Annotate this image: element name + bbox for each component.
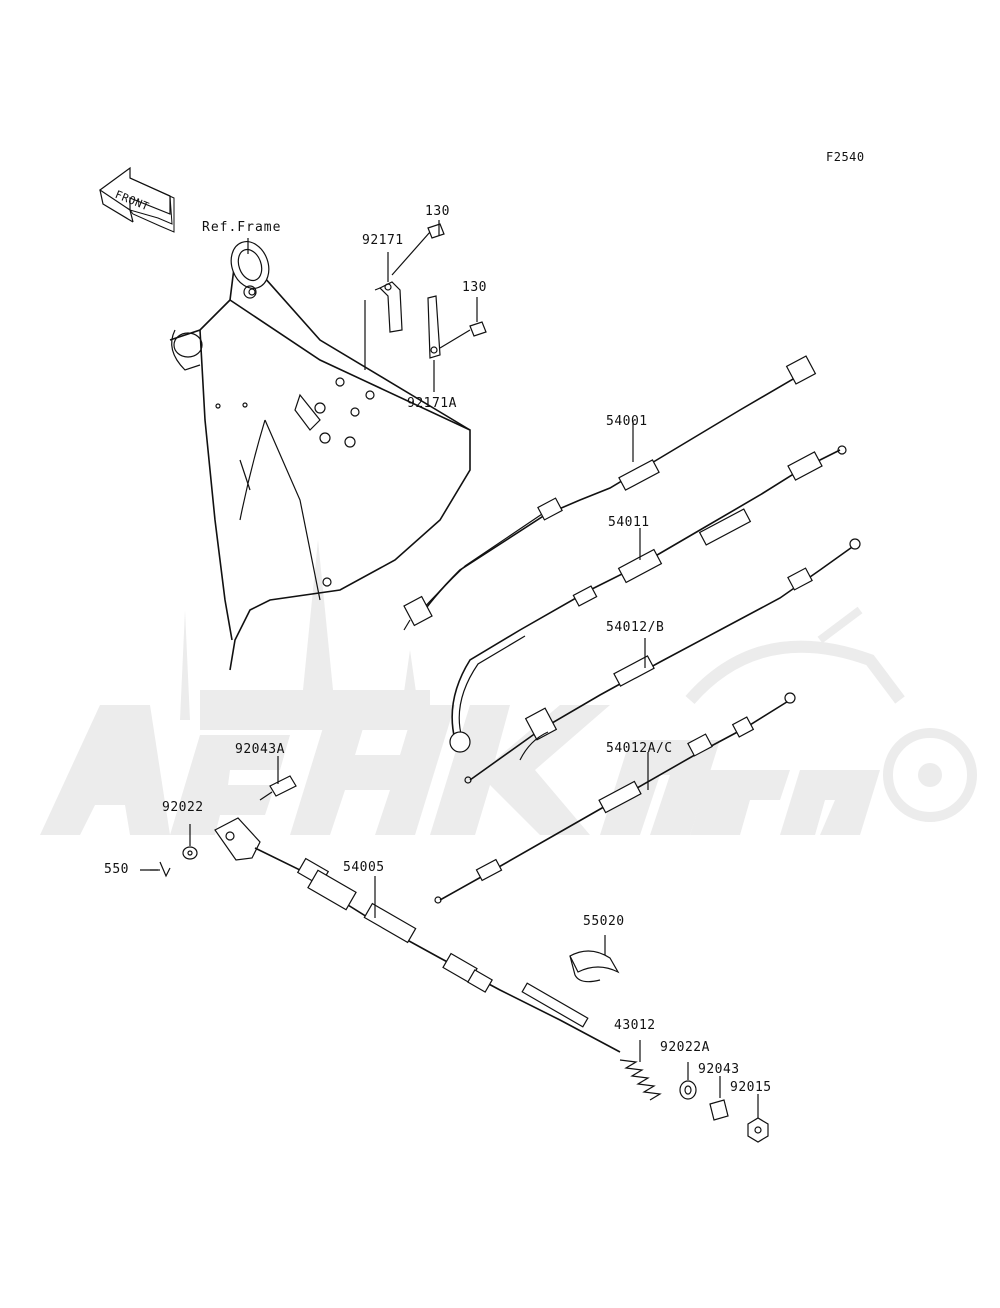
- part-label-43012: 43012: [614, 1018, 656, 1033]
- hardware-small: [679, 1062, 769, 1143]
- part-label-54005: 54005: [343, 860, 385, 875]
- frame-illustration: [169, 241, 471, 671]
- spring-43012: [619, 1040, 662, 1101]
- part-label-92043A: 92043A: [235, 742, 285, 757]
- cable-54001: [403, 355, 817, 631]
- clip-55020: [569, 935, 620, 983]
- part-label-54012-a-c: 54012A/C: [606, 741, 673, 756]
- part-label-55020: 55020: [583, 914, 625, 929]
- part-label-130-lower: 130: [462, 280, 487, 295]
- cable-54012-a-c: [434, 692, 796, 904]
- cable-54012-b: [464, 538, 861, 784]
- part-label-92015: 92015: [730, 1080, 772, 1095]
- part-label-92022A: 92022A: [660, 1040, 710, 1055]
- part-label-92043: 92043: [698, 1062, 740, 1077]
- brackets-and-bolts: [364, 220, 487, 392]
- part-label-54011: 54011: [608, 515, 650, 530]
- part-label-92171: 92171: [362, 233, 404, 248]
- part-label-54012-b: 54012/B: [606, 620, 665, 635]
- ref-frame-label: Ref.Frame: [202, 220, 282, 235]
- part-label-550: 550: [104, 862, 129, 877]
- part-label-92022: 92022: [162, 800, 204, 815]
- cable-54011: [449, 445, 847, 753]
- cable-54005: [140, 775, 621, 1053]
- part-label-54001: 54001: [606, 414, 648, 429]
- watermark: [40, 540, 977, 835]
- part-label-92171A: 92171A: [407, 396, 457, 411]
- front-arrow-icon: [98, 166, 175, 233]
- part-label-130-top: 130: [425, 204, 450, 219]
- diagram-code: F2540: [826, 150, 865, 164]
